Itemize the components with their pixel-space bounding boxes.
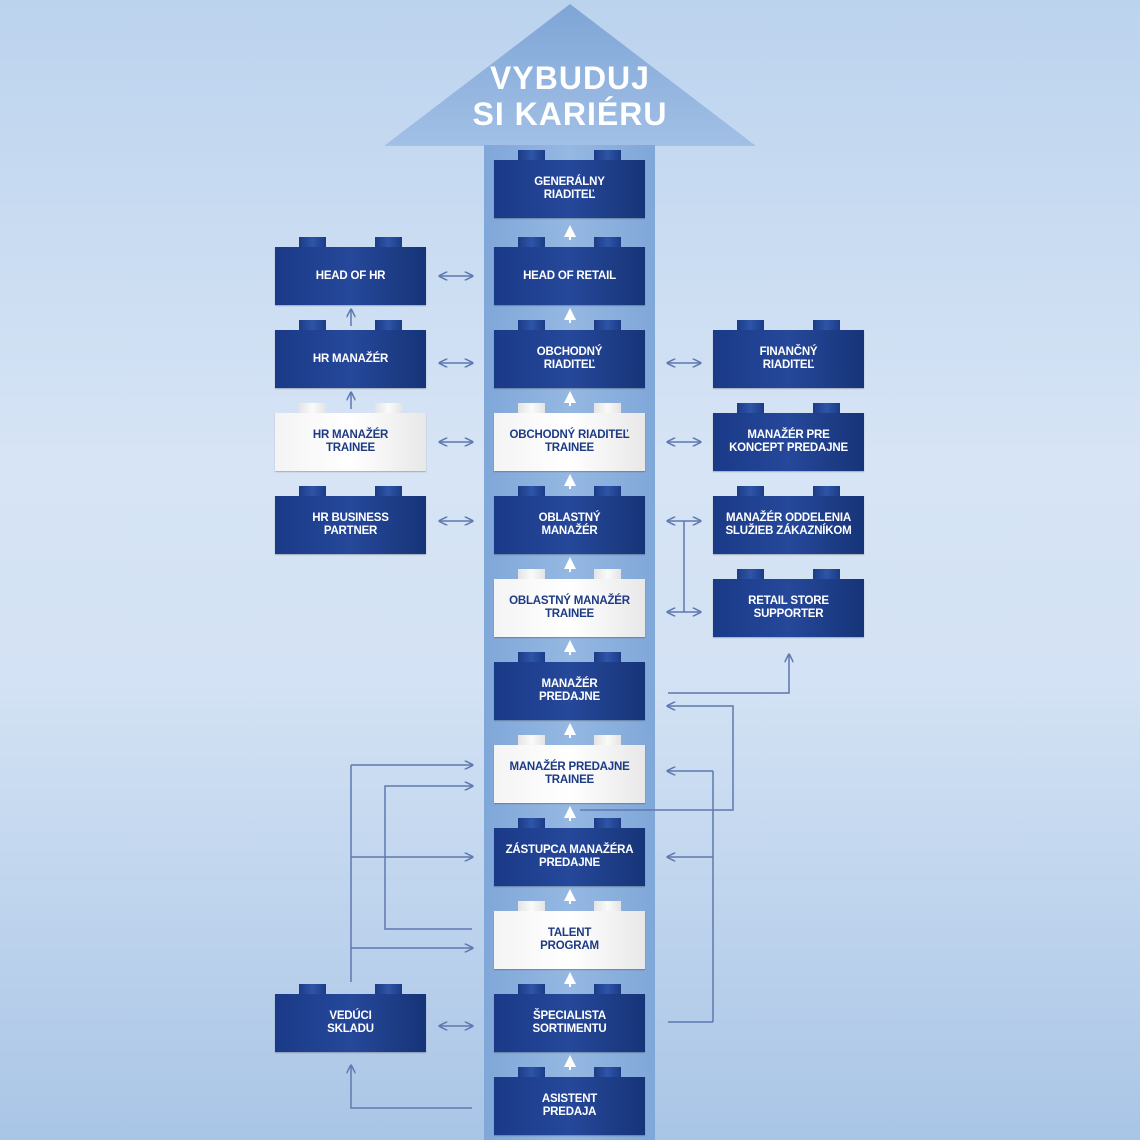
path-arrows bbox=[351, 310, 789, 1109]
role-financny-riaditel: FINANČNÝ RIADITEĽ bbox=[713, 320, 864, 388]
role-talent-program: TALENT PROGRAM bbox=[494, 901, 645, 969]
role-hr-business-partner: HR BUSINESS PARTNER bbox=[275, 486, 426, 554]
double-arrow-left bbox=[440, 276, 472, 1026]
role-asistent-predaja: ASISTENT PREDAJA bbox=[494, 1067, 645, 1135]
role-generalny-riaditel: GENERÁLNY RIADITEĽ bbox=[494, 150, 645, 218]
role-retail-store-supporter: RETAIL STORE SUPPORTER bbox=[713, 569, 864, 637]
role-oblastny-manazer: OBLASTNÝ MANAŽÉR bbox=[494, 486, 645, 554]
role-manazer-predajne: MANAŽÉR PREDAJNE bbox=[494, 652, 645, 720]
role-manazer-oddelenia-sluzieb: MANAŽÉR ODDELENIA SLUŽIEB ZÁKAZNÍKOM bbox=[713, 486, 864, 554]
role-manazer-predajne-trainee: MANAŽÉR PREDAJNE TRAINEE bbox=[494, 735, 645, 803]
role-obchodny-riaditel-trainee: OBCHODNÝ RIADITEĽ TRAINEE bbox=[494, 403, 645, 471]
role-head-of-retail: HEAD OF RETAIL bbox=[494, 237, 645, 305]
role-veduci-skladu: VEDÚCI SKLADU bbox=[275, 984, 426, 1052]
diagram-title: VYBUDUJ SI KARIÉRU bbox=[472, 60, 668, 132]
double-arrow-right bbox=[668, 363, 700, 612]
role-specialista-sortimentu: ŠPECIALISTA SORTIMENTU bbox=[494, 984, 645, 1052]
role-manazer-koncept-predajne: MANAŽÉR PRE KONCEPT PREDAJNE bbox=[713, 403, 864, 471]
role-hr-manazer: HR MANAŽÉR bbox=[275, 320, 426, 388]
role-zastupca-manazera: ZÁSTUPCA MANAŽÉRA PREDAJNE bbox=[494, 818, 645, 886]
role-head-of-hr: HEAD OF HR bbox=[275, 237, 426, 305]
role-oblastny-manazer-trainee: OBLASTNÝ MANAŽÉR TRAINEE bbox=[494, 569, 645, 637]
role-obchodny-riaditel: OBCHODNÝ RIADITEĽ bbox=[494, 320, 645, 388]
role-hr-manazer-trainee: HR MANAŽÉR TRAINEE bbox=[275, 403, 426, 471]
